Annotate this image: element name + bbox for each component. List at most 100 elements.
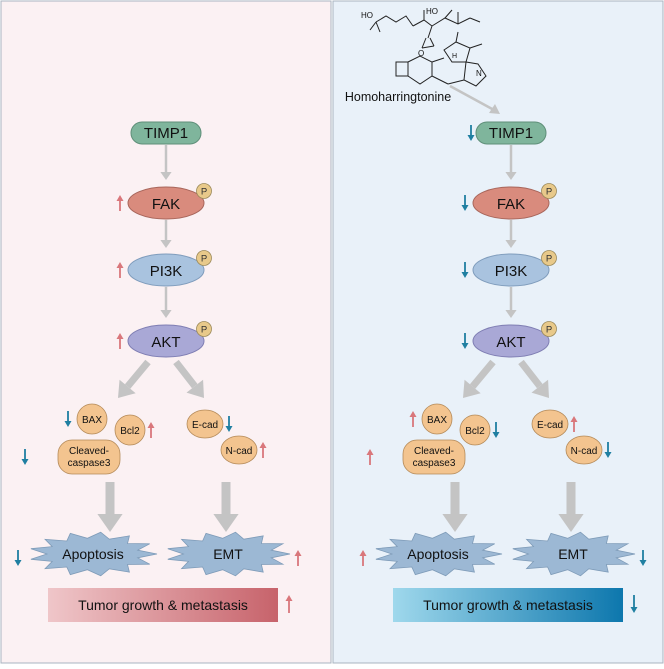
structure-h-label: H — [452, 53, 457, 60]
timp1-node — [475, 121, 547, 145]
drug-to-timp1-arrow — [449, 84, 495, 112]
cleaved-caspase3-label-line1: Cleaved- — [414, 446, 454, 457]
tumor-growth-label: Tumor growth & metastasis — [423, 597, 593, 613]
bax-label: BAX — [82, 415, 102, 426]
svg-text:P: P — [201, 254, 207, 265]
ecad-regulation-arrow — [225, 416, 233, 432]
akt-to-emt-markers-arrow — [518, 359, 549, 398]
timp1-to-fak-arrow — [160, 145, 172, 180]
bcl2-node — [114, 414, 146, 446]
cleaved-caspase3-regulation-arrow — [21, 449, 29, 465]
pi3k-node — [472, 253, 550, 287]
ncad-regulation-arrow — [259, 442, 267, 458]
pi3k-label: PI3K — [495, 263, 528, 280]
akt-label: AKT — [496, 334, 525, 351]
structure-ho-label-1: HO — [361, 11, 373, 20]
fak-node — [472, 186, 550, 220]
emt-star — [512, 531, 636, 577]
bax-regulation-arrow — [64, 411, 72, 427]
apoptosis-label: Apoptosis — [62, 546, 123, 562]
bax-node — [76, 403, 108, 435]
left-panel: TIMP1FAKPPI3KPAKTPBAXBcl2Cleaved-caspase… — [14, 121, 302, 622]
cleaved-caspase3-label-line1: Cleaved- — [69, 446, 109, 457]
fak-node — [127, 186, 205, 220]
tumor-growth-label: Tumor growth & metastasis — [78, 597, 248, 613]
timp1-regulation-arrow — [467, 125, 475, 141]
markers-to-apoptosis-arrow — [442, 482, 468, 532]
svg-text:P: P — [201, 325, 207, 336]
bcl2-label: Bcl2 — [465, 426, 485, 437]
emt-regulation-arrow — [294, 550, 302, 566]
pi3k-phospho-badge: P — [196, 250, 212, 266]
tumor-growth-bar — [48, 588, 278, 622]
ecad-label: E-cad — [537, 420, 563, 431]
akt-regulation-arrow — [461, 333, 469, 349]
timp1-label: TIMP1 — [144, 125, 188, 142]
akt-regulation-arrow — [116, 333, 124, 349]
structure-n-label: N — [476, 69, 482, 78]
fak-label: FAK — [152, 196, 180, 213]
akt-node — [127, 324, 205, 358]
pi3k-regulation-arrow — [116, 262, 124, 278]
emt-regulation-arrow — [639, 550, 647, 566]
cleaved-caspase3-regulation-arrow — [366, 449, 374, 465]
structure-ho-label-2: HO — [426, 7, 438, 16]
cleaved-caspase3-label-line2: caspase3 — [413, 458, 456, 469]
right-panel: TIMP1FAKPPI3KPAKTPBAXBcl2Cleaved-caspase… — [359, 121, 647, 622]
ncad-regulation-arrow — [604, 442, 612, 458]
apoptosis-label: Apoptosis — [407, 546, 468, 562]
apoptosis-star — [30, 531, 158, 577]
bax-node — [421, 403, 453, 435]
bcl2-regulation-arrow — [147, 422, 155, 438]
tumor-growth-regulation-arrow — [630, 595, 638, 613]
ecad-node — [531, 409, 569, 439]
akt-phospho-badge: P — [541, 321, 557, 337]
svg-text:P: P — [546, 325, 552, 336]
pi3k-regulation-arrow — [461, 262, 469, 278]
akt-phospho-badge: P — [196, 321, 212, 337]
homoharringtonine-structure — [369, 9, 487, 87]
pi3k-phospho-badge: P — [541, 250, 557, 266]
apoptosis-regulation-arrow — [14, 550, 22, 566]
svg-text:P: P — [201, 187, 207, 198]
drug-to-timp1-arrowhead — [489, 104, 500, 114]
drug-name: Homoharringtonine — [345, 90, 451, 104]
emt-label: EMT — [213, 546, 243, 562]
fak-to-pi3k-arrow — [505, 220, 517, 248]
svg-text:P: P — [546, 254, 552, 265]
timp1-to-fak-arrow — [505, 145, 517, 180]
pi3k-label: PI3K — [150, 263, 183, 280]
svg-text:P: P — [546, 187, 552, 198]
markers-to-emt-arrow — [213, 482, 239, 532]
bcl2-node — [459, 414, 491, 446]
ncad-label: N-cad — [226, 446, 253, 457]
ecad-regulation-arrow — [570, 416, 578, 432]
ecad-node — [186, 409, 224, 439]
fak-label: FAK — [497, 196, 525, 213]
bax-label: BAX — [427, 415, 447, 426]
bcl2-regulation-arrow — [492, 422, 500, 438]
fak-phospho-badge: P — [196, 183, 212, 199]
ncad-node — [220, 435, 258, 465]
cleaved-caspase3-node — [57, 439, 121, 475]
ncad-label: N-cad — [571, 446, 598, 457]
structure-o-label: O — [418, 49, 424, 58]
fak-regulation-arrow — [116, 195, 124, 211]
fak-phospho-badge: P — [541, 183, 557, 199]
akt-to-apoptosis-markers-arrow — [463, 359, 496, 398]
akt-label: AKT — [151, 334, 180, 351]
cleaved-caspase3-node — [402, 439, 466, 475]
apoptosis-star — [375, 531, 503, 577]
emt-label: EMT — [558, 546, 588, 562]
tumor-growth-bar — [393, 588, 623, 622]
timp1-node — [130, 121, 202, 145]
markers-to-emt-arrow — [558, 482, 584, 532]
ncad-node — [565, 435, 603, 465]
apoptosis-regulation-arrow — [359, 550, 367, 566]
akt-to-emt-markers-arrow — [173, 359, 204, 398]
cleaved-caspase3-label-line2: caspase3 — [68, 458, 111, 469]
akt-node — [472, 324, 550, 358]
tumor-growth-regulation-arrow — [285, 595, 293, 613]
